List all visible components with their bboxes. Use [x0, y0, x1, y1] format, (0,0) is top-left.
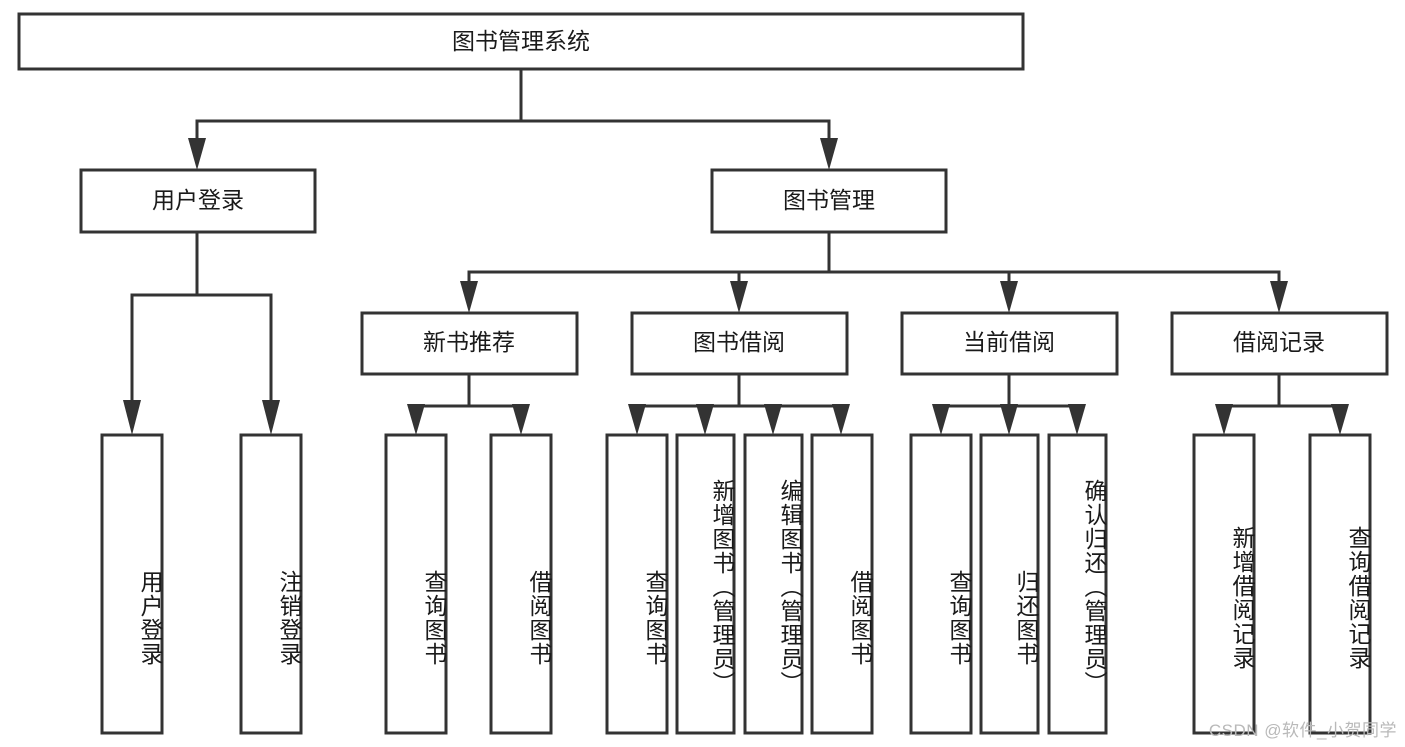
node-book-borrow-label: 图书借阅: [693, 329, 785, 355]
node-leaf-return-book-box[interactable]: [979, 433, 1040, 735]
node-leaf-borrow-book-1-box[interactable]: [489, 433, 553, 735]
arrow-head-user-login: [188, 138, 206, 170]
node-leaf-user-login-box[interactable]: [100, 433, 164, 735]
node-borrow-record-label: 借阅记录: [1233, 329, 1325, 355]
connector-group-borrow-record: [1215, 372, 1349, 435]
arrow-head-new-book-recommend: [460, 281, 478, 313]
arrow-head-leaf-confirm-return: [1068, 404, 1086, 435]
node-user-login-box[interactable]: [79, 168, 317, 234]
node-leaf-edit-book-box[interactable]: [743, 433, 804, 735]
connector-group-new-book-recommend: [407, 372, 530, 435]
node-new-book-recommend-box[interactable]: [360, 311, 579, 376]
connector-group-book-manage: [460, 230, 1288, 313]
node-root-box[interactable]: [17, 12, 1025, 71]
node-new-book-recommend[interactable]: 新书推荐: [360, 311, 579, 376]
node-leaf-add-record-box[interactable]: [1192, 433, 1256, 735]
watermark-text: CSDN @软件_小贺同学: [1208, 721, 1397, 740]
arrow-head-leaf-user-logout: [262, 400, 280, 435]
connector-group-current-borrow: [932, 372, 1086, 435]
node-current-borrow-label: 当前借阅: [963, 329, 1055, 355]
arrow-head-leaf-query-record: [1331, 404, 1349, 435]
arrow-head-leaf-query-book-3: [932, 404, 950, 435]
arrow-head-borrow-record: [1270, 281, 1288, 313]
connector-group-root: [188, 67, 838, 170]
arrow-head-book-borrow: [730, 281, 748, 313]
node-book-manage-box[interactable]: [710, 168, 948, 234]
node-borrow-record[interactable]: 借阅记录: [1170, 311, 1389, 376]
node-leaf-confirm-return-box[interactable]: [1047, 433, 1108, 735]
connector-group-user-login: [123, 230, 280, 435]
node-book-borrow[interactable]: 图书借阅: [630, 311, 849, 376]
node-leaf-user-logout-box[interactable]: [239, 433, 303, 735]
arrow-head-leaf-return-book: [1000, 404, 1018, 435]
node-root-label: 图书管理系统: [452, 28, 590, 54]
node-current-borrow[interactable]: 当前借阅: [900, 311, 1119, 376]
arrow-head-current-borrow: [1000, 281, 1018, 313]
node-book-borrow-box[interactable]: [630, 311, 849, 376]
arrow-head-leaf-add-record: [1215, 404, 1233, 435]
node-borrow-record-box[interactable]: [1170, 311, 1389, 376]
arrow-head-leaf-borrow-book-2: [832, 404, 850, 435]
arrow-head-leaf-query-book-2: [628, 404, 646, 435]
arrow-head-leaf-borrow-book-1: [512, 404, 530, 435]
connector-group-book-borrow: [628, 372, 850, 435]
node-leaf-query-book-1-box[interactable]: [384, 433, 448, 735]
node-leaf-query-book-2-box[interactable]: [605, 433, 669, 735]
node-book-manage[interactable]: 图书管理: [710, 168, 948, 234]
arrow-head-book-manage: [820, 138, 838, 170]
node-leaf-borrow-book-2-box[interactable]: [810, 433, 874, 735]
node-leaf-query-record-box[interactable]: [1308, 433, 1372, 735]
node-root[interactable]: 图书管理系统: [17, 12, 1025, 71]
node-leaf-query-book-3-box[interactable]: [909, 433, 973, 735]
node-user-login-label: 用户登录: [152, 187, 244, 213]
arrow-head-leaf-edit-book: [764, 404, 782, 435]
node-user-login[interactable]: 用户登录: [79, 168, 317, 234]
node-book-manage-label: 图书管理: [783, 187, 875, 213]
arrow-head-leaf-query-book-1: [407, 404, 425, 435]
node-leaf-add-book-box[interactable]: [675, 433, 736, 735]
node-current-borrow-box[interactable]: [900, 311, 1119, 376]
arrow-head-leaf-add-book: [696, 404, 714, 435]
node-new-book-recommend-label: 新书推荐: [423, 329, 515, 355]
arrow-head-leaf-user-login: [123, 400, 141, 435]
